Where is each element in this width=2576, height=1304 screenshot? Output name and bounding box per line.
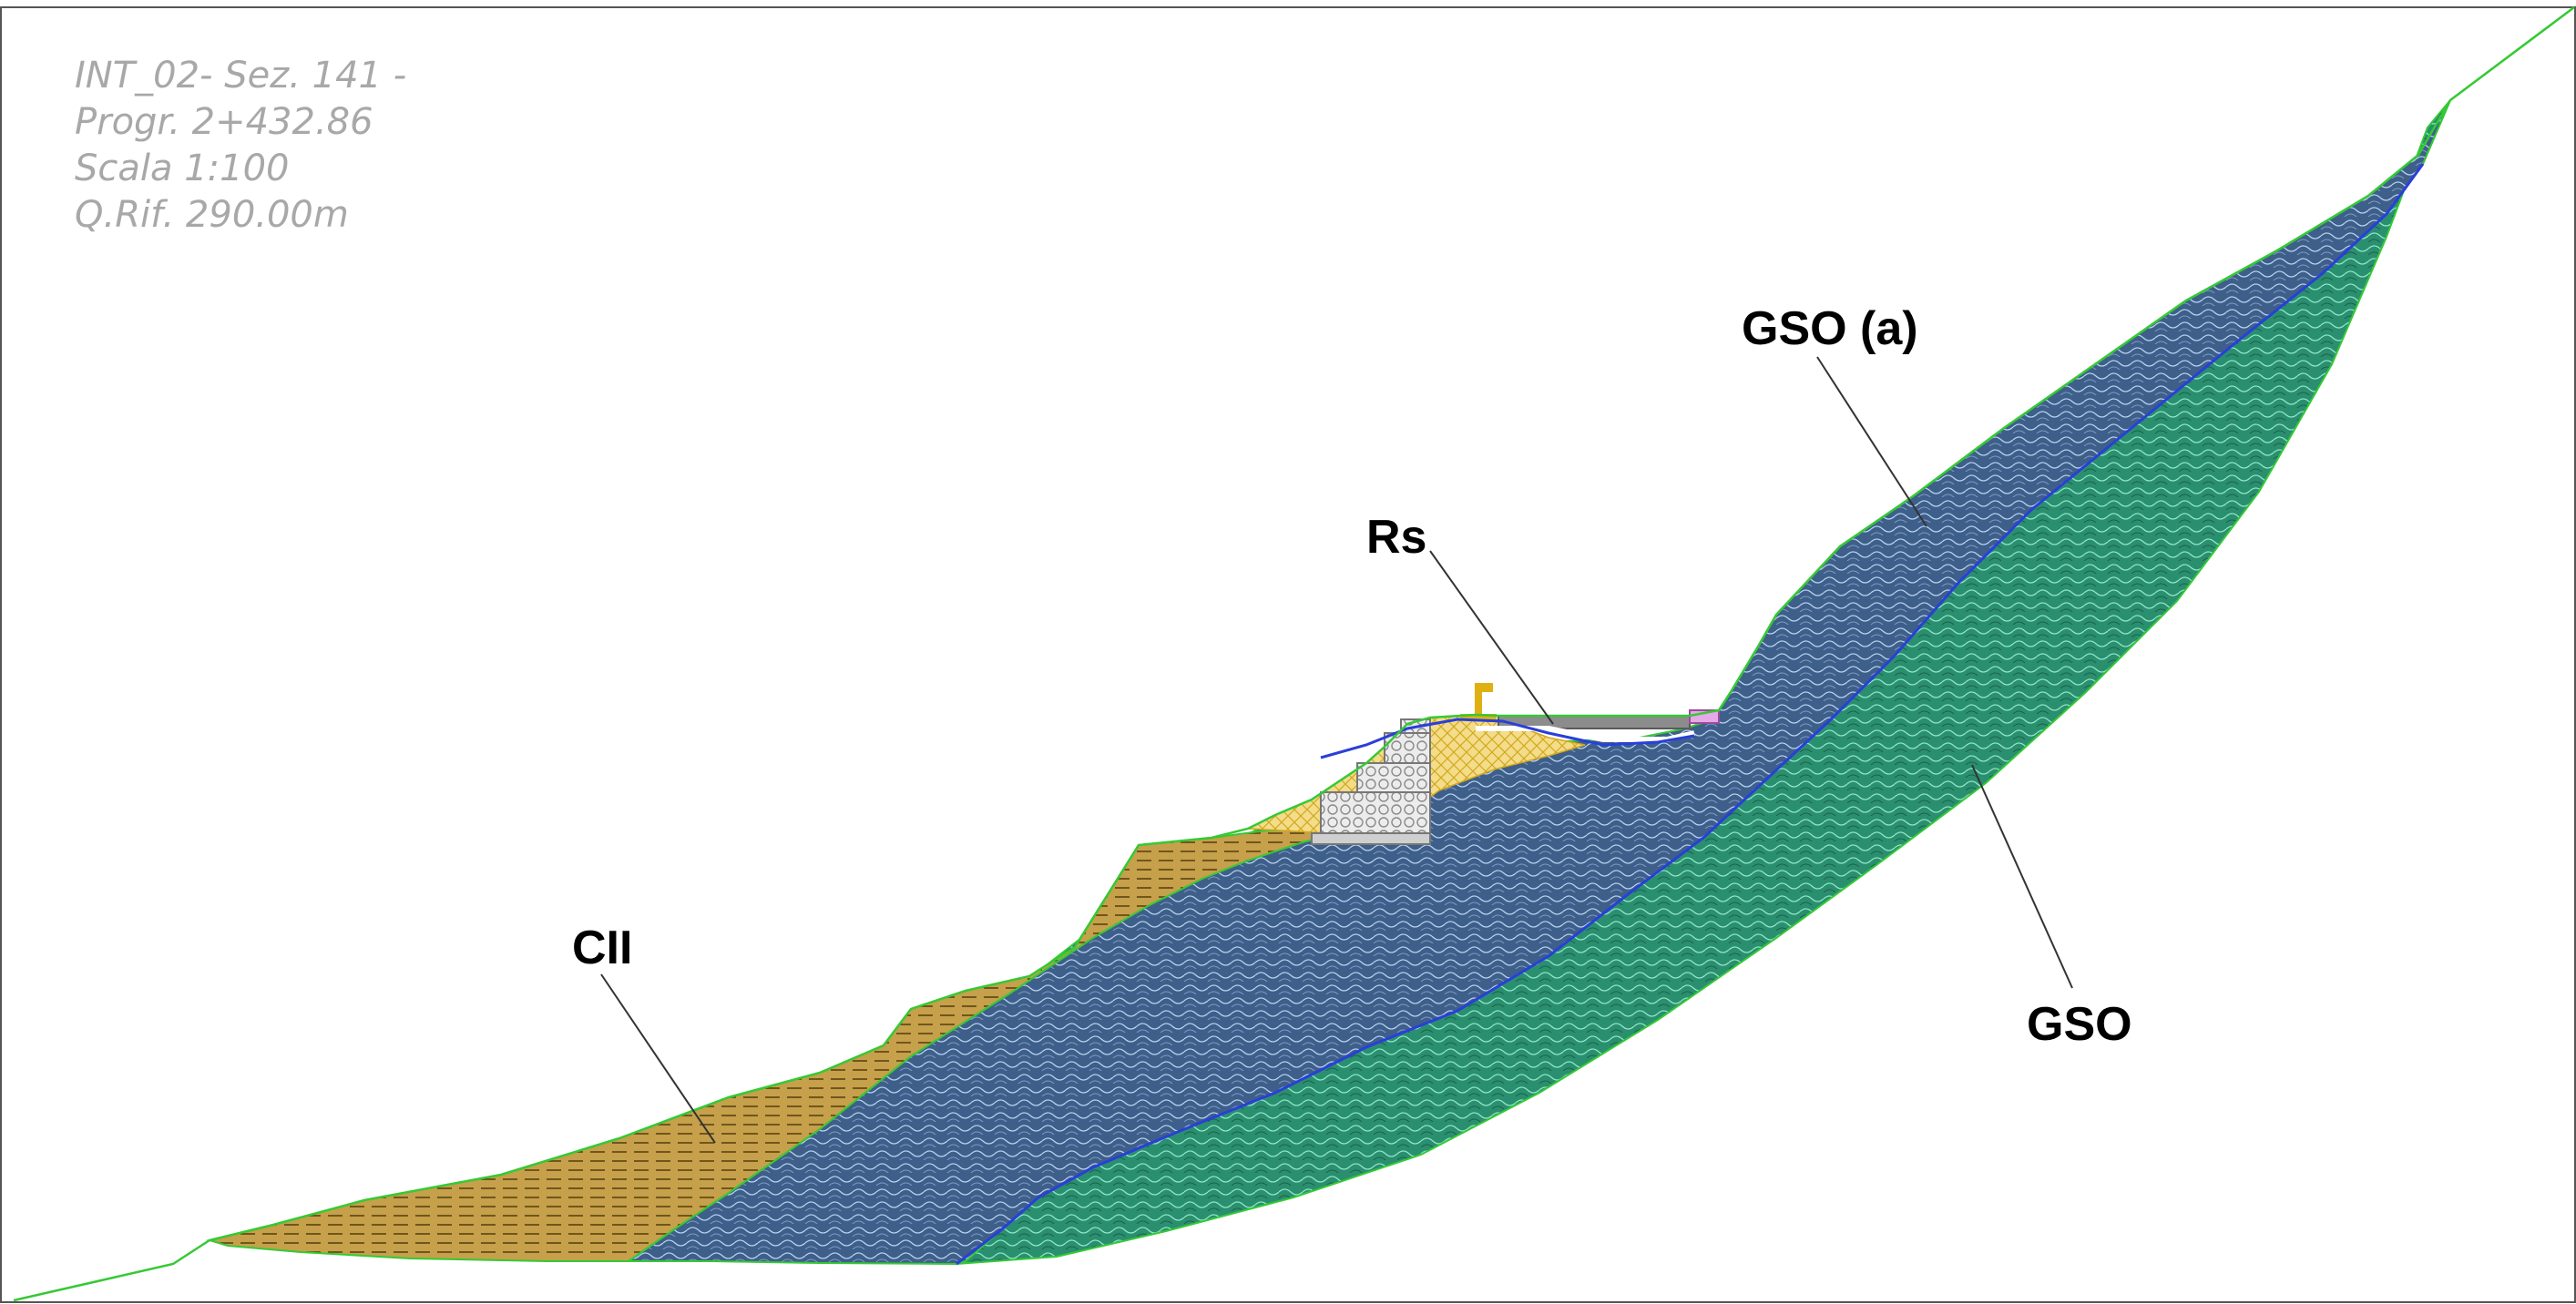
drawing-frame (0, 6, 2576, 1303)
reference-elevation-text: Q.Rif. 290.00m (75, 194, 349, 236)
leader-rs (1429, 550, 1554, 725)
boundary-line-original-ground (1320, 718, 1695, 759)
label-group-rs: Rs (1366, 511, 1554, 725)
ground-surface-line (13, 6, 2575, 1302)
guard-rail-post (1460, 683, 1497, 719)
scale-text: Scala 1:100 (75, 148, 290, 189)
label-gso: GSO (2027, 998, 2132, 1051)
leader-gso (1971, 764, 2073, 989)
title-block: INT_02- Sez. 141 - Progr. 2+432.86 Scala… (75, 55, 406, 236)
section-id-text: INT_02- Sez. 141 - (75, 55, 406, 97)
label-group-cii: CII (572, 922, 716, 1144)
label-rs: Rs (1366, 511, 1426, 564)
leader-gso-a (1816, 356, 1927, 527)
progressive-text: Progr. 2+432.86 (75, 101, 373, 143)
gabion-wall (1311, 718, 1431, 845)
label-gso-a: GSO (a) (1742, 302, 1918, 355)
label-group-gso: GSO (1971, 764, 2132, 1051)
label-cii: CII (572, 922, 632, 974)
label-group-gso-a: GSO (a) (1742, 302, 1927, 527)
boundary-line-gsoa-gso (956, 163, 2425, 1266)
leader-cii (600, 973, 716, 1144)
